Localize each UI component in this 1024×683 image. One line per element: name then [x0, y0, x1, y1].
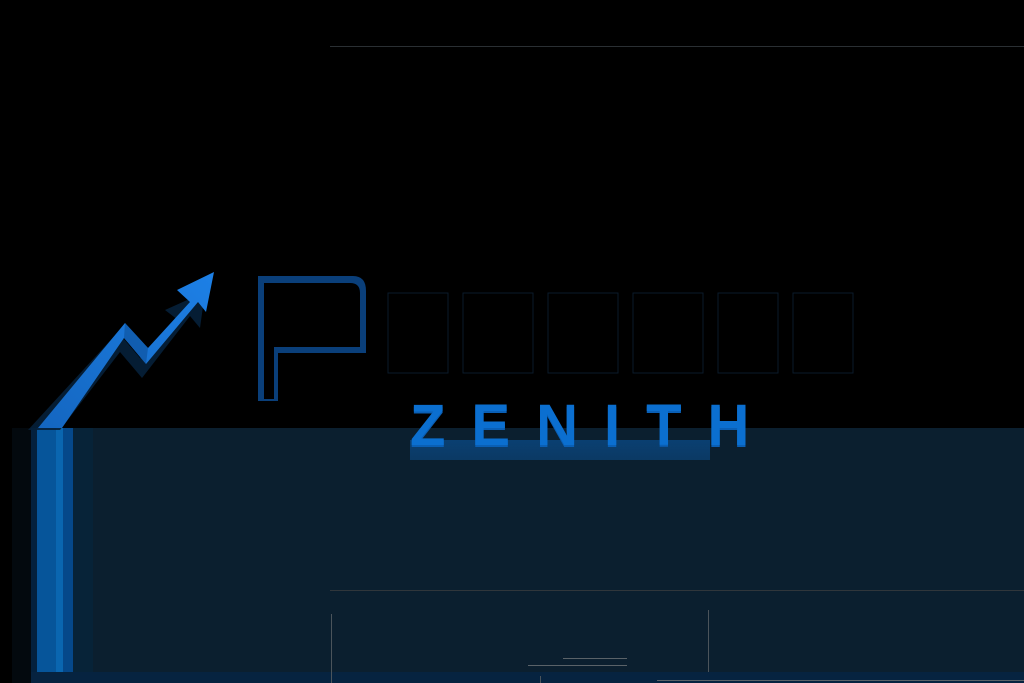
divider-vertical [331, 614, 332, 683]
bottom-band [31, 672, 1024, 683]
arrow-trail-stripe [56, 428, 63, 673]
rising-arrow-icon [28, 272, 214, 430]
bottom-divider [330, 590, 1024, 591]
arrow-trail-stripe [63, 428, 73, 673]
divider-short [528, 665, 627, 666]
top-divider [330, 46, 1024, 47]
arrow-trail-stripe [31, 428, 37, 683]
arrow-trail-stripe [37, 428, 56, 673]
logo-subtitle: ZENITH [410, 393, 776, 458]
left-edge-shade [0, 428, 12, 683]
divider-vertical [540, 676, 541, 683]
divider-long [657, 680, 1024, 681]
divider-vertical [708, 610, 709, 672]
wordmark-dark-glyph [258, 276, 854, 401]
divider-short [563, 658, 627, 659]
left-edge-shade-2 [12, 428, 31, 683]
arrow-trail-stripe [73, 428, 93, 683]
lower-background-panel [0, 428, 1024, 683]
subtitle-reflection [410, 440, 710, 460]
